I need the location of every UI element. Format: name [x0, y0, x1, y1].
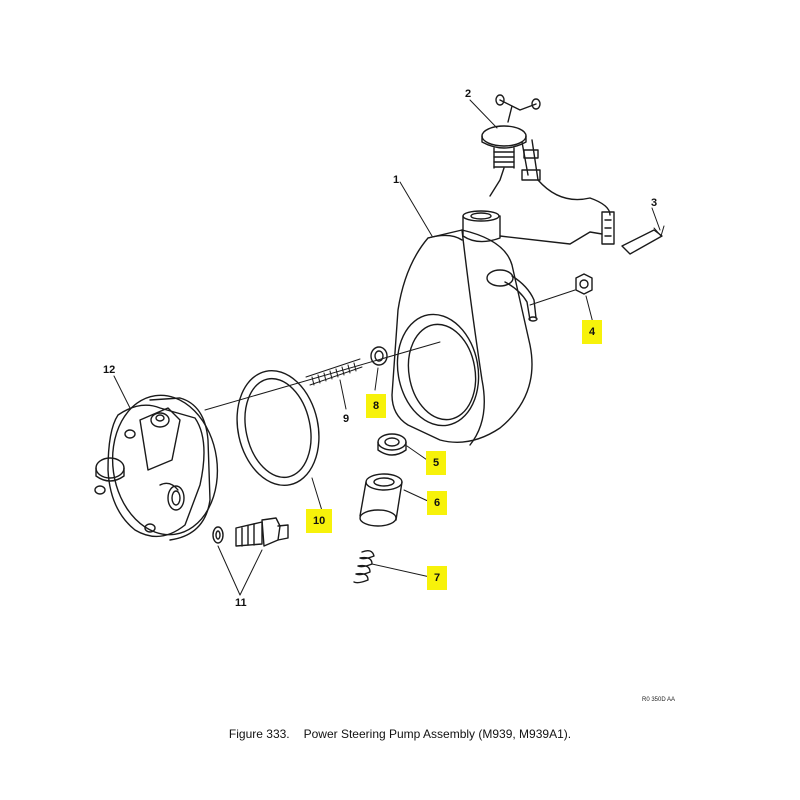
- callout-8: 8: [366, 394, 387, 418]
- stud-part-9: [305, 358, 363, 386]
- fitting-part-11: [212, 517, 289, 547]
- figure-number: Figure 333.: [228, 727, 290, 741]
- nut-axis-line: [529, 289, 576, 306]
- figure-title: Power Steering Pump Assembly (M939, M939…: [303, 727, 572, 741]
- callout-9: 9: [343, 413, 350, 425]
- callout-10: 10: [306, 509, 333, 533]
- drawing-code: R0 350D AA: [642, 697, 676, 703]
- callout-5: 5: [426, 451, 447, 475]
- callout-4: 4: [582, 320, 603, 344]
- callout-11: 11: [235, 597, 247, 609]
- leader-lines: [113, 99, 665, 596]
- clip-part-3: [499, 211, 663, 255]
- o-ring-part-10: [236, 369, 320, 487]
- seal-part-5: [377, 433, 407, 456]
- callout-12: 12: [103, 364, 116, 376]
- nut-part-4: [575, 273, 593, 295]
- callout-1: 1: [393, 174, 400, 186]
- washer-part-8: [370, 346, 388, 366]
- callout-7: 7: [427, 566, 448, 590]
- figure-caption: Figure 333. Power Steering Pump Assembly …: [0, 727, 800, 741]
- callout-3: 3: [651, 197, 658, 209]
- filter-part-6: [359, 473, 403, 527]
- reservoir-part-1: [391, 210, 538, 446]
- pump-part-12: [94, 394, 219, 541]
- callout-6: 6: [427, 491, 448, 515]
- assembly-axis-line: [204, 341, 441, 411]
- callout-2: 2: [465, 88, 472, 100]
- filler-cap-part-2: [481, 94, 611, 216]
- spring-part-7: [353, 549, 375, 584]
